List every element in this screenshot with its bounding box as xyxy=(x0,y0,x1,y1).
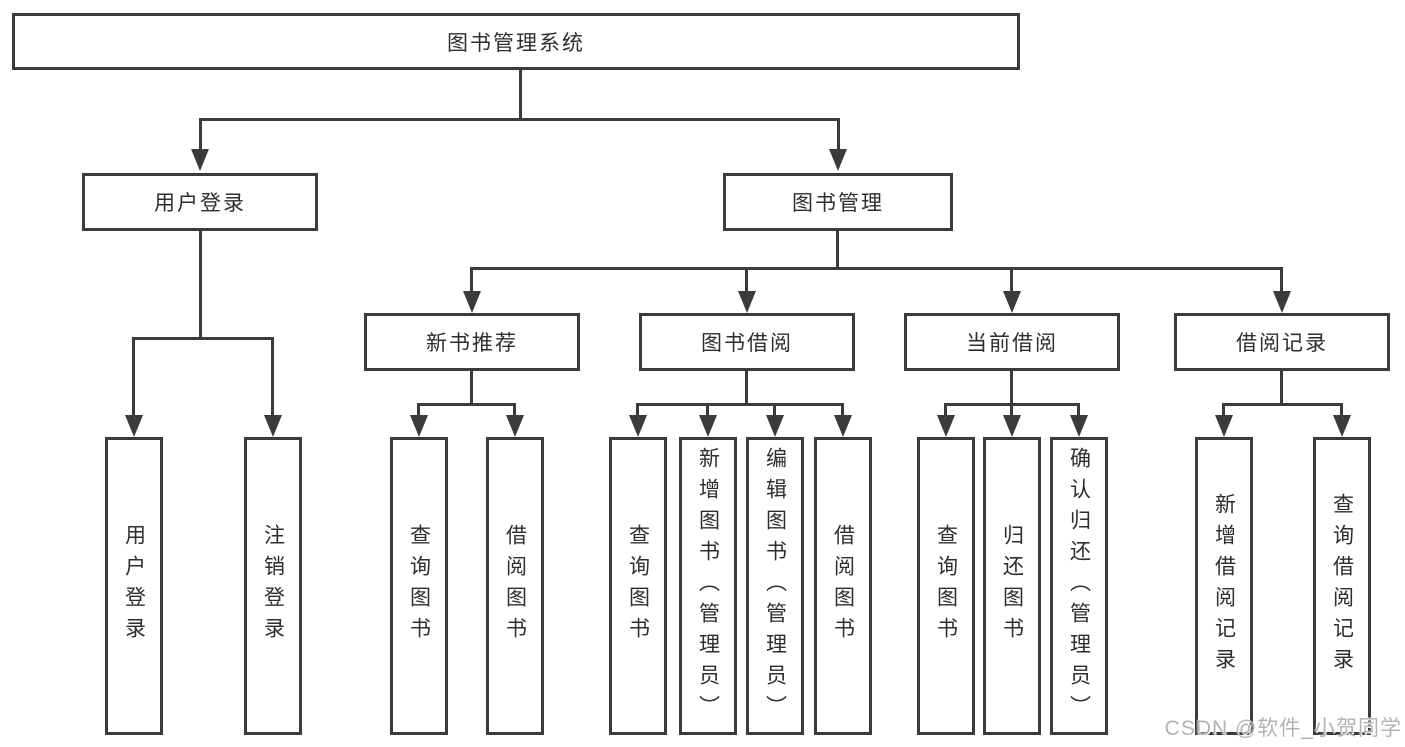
connector-vline xyxy=(944,403,947,419)
arrow-down-icon xyxy=(1070,415,1088,437)
connector-hline xyxy=(471,267,1283,270)
leaf-borrow-book-recommend: 借阅图书 xyxy=(486,437,544,735)
node-library-system: 图书管理系统 xyxy=(12,13,1020,70)
connector-vline xyxy=(519,70,522,118)
node-label: 归还图书 xyxy=(1000,524,1024,648)
connector-vline xyxy=(636,403,639,419)
connector-vline xyxy=(271,337,274,417)
connector-vline xyxy=(513,403,516,419)
arrow-down-icon xyxy=(699,415,717,437)
node-label: 查询图书 xyxy=(934,524,958,648)
connector-vline xyxy=(1222,403,1225,419)
connector-vline xyxy=(841,403,844,419)
connector-vline xyxy=(1340,403,1343,419)
node-label: 图书管理系统 xyxy=(447,31,585,55)
connector-hline xyxy=(199,118,840,121)
node-book-management: 图书管理 xyxy=(723,173,953,231)
node-label: 新增图书（管理员） xyxy=(696,446,720,726)
connector-vline xyxy=(837,118,840,151)
arrow-down-icon xyxy=(1003,415,1021,437)
connector-vline xyxy=(1077,403,1080,419)
leaf-borrow-book: 借阅图书 xyxy=(814,437,872,735)
node-label: 用户登录 xyxy=(154,192,246,215)
node-label: 图书借阅 xyxy=(701,332,793,355)
connector-vline xyxy=(470,267,473,295)
leaf-confirm-return-admin: 确认归还（管理员） xyxy=(1050,437,1108,735)
node-label: 注销登录 xyxy=(261,524,285,648)
connector-vline xyxy=(199,118,202,151)
node-borrow-records: 借阅记录 xyxy=(1174,313,1390,371)
node-label: 借阅图书 xyxy=(831,524,855,648)
connector-vline xyxy=(836,231,839,269)
leaf-query-book-current: 查询图书 xyxy=(917,437,975,735)
node-new-book-recommend: 新书推荐 xyxy=(364,313,580,371)
connector-hline xyxy=(637,403,844,406)
arrow-down-icon xyxy=(410,415,428,437)
arrow-down-icon xyxy=(463,291,481,313)
arrow-down-icon xyxy=(829,149,847,171)
connector-vline xyxy=(199,231,202,337)
leaf-query-book-recommend: 查询图书 xyxy=(390,437,448,735)
node-label: 图书管理 xyxy=(792,192,884,215)
arrow-down-icon xyxy=(738,291,756,313)
csdn-watermark: CSDN @软件_小贺同学 xyxy=(1164,717,1402,740)
node-label: 借阅记录 xyxy=(1236,332,1328,355)
node-label: 借阅图书 xyxy=(503,524,527,648)
connector-vline xyxy=(745,267,748,295)
node-label: 查询借阅记录 xyxy=(1330,493,1354,679)
arrow-down-icon xyxy=(1333,415,1351,437)
connector-vline xyxy=(1010,371,1013,405)
node-label: 确认归还（管理员） xyxy=(1067,446,1091,726)
arrow-down-icon xyxy=(264,415,282,437)
node-label: 当前借阅 xyxy=(966,332,1058,355)
node-label: 新增借阅记录 xyxy=(1212,493,1236,679)
connector-vline xyxy=(773,403,776,419)
leaf-add-book-admin: 新增图书（管理员） xyxy=(679,437,737,735)
connector-vline xyxy=(745,371,748,405)
connector-vline xyxy=(132,337,135,417)
connector-hline xyxy=(1223,403,1342,406)
connector-vline xyxy=(706,403,709,419)
node-label: 查询图书 xyxy=(626,524,650,648)
leaf-add-borrow-record: 新增借阅记录 xyxy=(1195,437,1253,735)
node-label: 新书推荐 xyxy=(426,332,518,355)
connector-hline xyxy=(133,337,274,340)
connector-vline xyxy=(1010,403,1013,419)
connector-vline xyxy=(1010,267,1013,295)
connector-hline xyxy=(418,403,516,406)
node-book-borrow: 图书借阅 xyxy=(639,313,855,371)
node-current-borrow: 当前借阅 xyxy=(904,313,1120,371)
leaf-query-book-borrow: 查询图书 xyxy=(609,437,667,735)
node-label: 用户登录 xyxy=(122,524,146,648)
node-label: 编辑图书（管理员） xyxy=(763,446,787,726)
connector-vline xyxy=(417,403,420,419)
leaf-user-login: 用户登录 xyxy=(105,437,163,735)
arrow-down-icon xyxy=(1273,291,1291,313)
arrow-down-icon xyxy=(834,415,852,437)
connector-vline xyxy=(1280,371,1283,405)
node-user-login: 用户登录 xyxy=(82,173,318,231)
arrow-down-icon xyxy=(506,415,524,437)
arrow-down-icon xyxy=(125,415,143,437)
arrow-down-icon xyxy=(1215,415,1233,437)
arrow-down-icon xyxy=(766,415,784,437)
leaf-return-book: 归还图书 xyxy=(983,437,1041,735)
arrow-down-icon xyxy=(191,149,209,171)
node-label: 查询图书 xyxy=(407,524,431,648)
leaf-edit-book-admin: 编辑图书（管理员） xyxy=(746,437,804,735)
leaf-logout-login: 注销登录 xyxy=(244,437,302,735)
leaf-query-borrow-record: 查询借阅记录 xyxy=(1313,437,1371,735)
arrow-down-icon xyxy=(1003,291,1021,313)
connector-vline xyxy=(1280,267,1283,295)
connector-vline xyxy=(470,371,473,405)
arrow-down-icon xyxy=(937,415,955,437)
arrow-down-icon xyxy=(629,415,647,437)
